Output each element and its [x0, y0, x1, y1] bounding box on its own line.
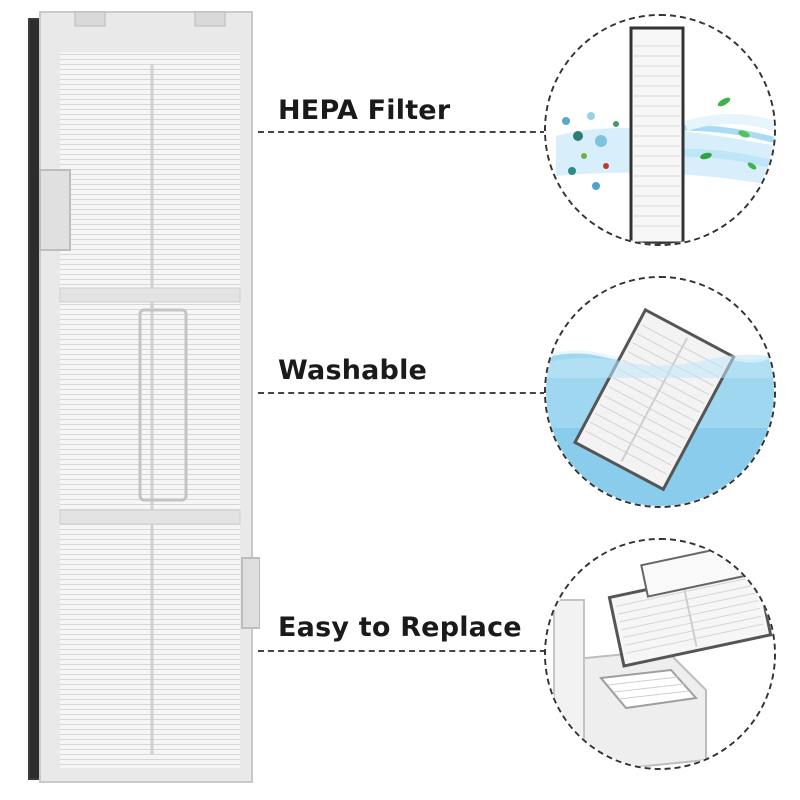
feature-label-hepa: HEPA Filter: [278, 95, 451, 126]
hepa-airflow-icon: [546, 16, 774, 244]
divider-line-washable: [258, 392, 556, 394]
feature-label-replace: Easy to Replace: [278, 612, 522, 643]
washable-water-icon: [546, 278, 774, 506]
main-filter-image: [20, 10, 260, 785]
replace-detail-circle: [544, 538, 776, 770]
feature-label-washable: Washable: [278, 355, 428, 386]
replace-filter-icon: [546, 540, 774, 768]
divider-line-replace: [258, 650, 556, 652]
divider-line-hepa: [258, 131, 556, 133]
hepa-filter-illustration: [28, 11, 260, 783]
washable-detail-circle: [544, 276, 776, 508]
hepa-detail-circle: [544, 14, 776, 246]
